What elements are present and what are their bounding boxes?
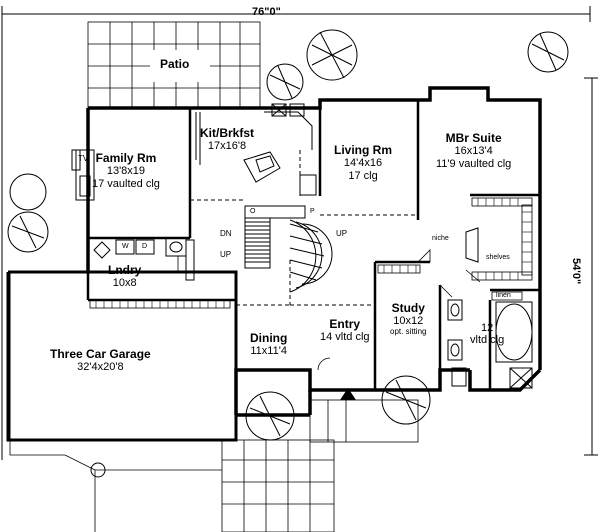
family-room-label: Family Rm 13'8x19 17 vaulted clg (92, 151, 160, 190)
garage-walls (6, 270, 238, 442)
stair-up-left-label: UP (220, 250, 232, 259)
garage-size: 32'4x20'8 (77, 361, 124, 374)
bath-fixtures (447, 227, 533, 389)
door-swings (177, 249, 481, 371)
bath-note: vltd clg (470, 334, 505, 347)
bath-size: 12 (481, 322, 494, 334)
fireplace (71, 149, 95, 201)
living-room-size: 14'4x16 (343, 157, 383, 170)
kitchen-counters (195, 103, 317, 196)
family-room-size: 13'8x19 (106, 165, 146, 178)
tv-label: TV (78, 154, 89, 163)
shelves-label: shelves (486, 254, 510, 261)
kitchen-size: 17x16'8 (207, 140, 247, 153)
kitchen-name: Kit/Brkfst (200, 126, 255, 140)
washer-label: W (122, 243, 129, 250)
linen-label: linen (496, 292, 511, 299)
niche-label: niche (432, 235, 449, 242)
stair-down-label: DN (220, 229, 232, 238)
laundry-label: Lndry 10x8 (108, 263, 142, 290)
dining-size: 11x11'4 (250, 345, 287, 358)
master-suite-label: MBr Suite 16x13'4 11'9 vaulted clg (436, 131, 512, 170)
living-room-label: Living Rm 14'4x16 17 clg (334, 143, 393, 182)
stairs (244, 205, 333, 293)
dining-label: Dining 11x11'4 (250, 331, 288, 358)
study-size: 10x12 (393, 315, 424, 328)
entry-size: 14 vltd clg (320, 331, 370, 344)
dining-name: Dining (250, 331, 288, 345)
entry-name: Entry (329, 317, 361, 331)
kitchen-island (243, 151, 281, 183)
living-room-note: 17 clg (348, 169, 378, 182)
family-room-note: 17 vaulted clg (92, 177, 160, 190)
p-label: P (310, 208, 315, 215)
driveway (9, 400, 222, 532)
patio-label: Patio (160, 57, 190, 71)
closet-hatch (95, 198, 532, 308)
depth-dimension-line (584, 77, 598, 456)
garage-label: Three Car Garage 32'4x20'8 (50, 347, 151, 374)
living-room-name: Living Rm (334, 143, 393, 157)
study-name: Study (391, 301, 425, 315)
width-dimension: 76"0" (252, 6, 281, 18)
kitchen-label: Kit/Brkfst 17x16'8 (200, 126, 255, 153)
dryer-label: D (142, 243, 148, 250)
garage-name: Three Car Garage (50, 347, 151, 361)
study-note: opt. sitting (390, 326, 427, 336)
family-room-name: Family Rm (95, 151, 157, 165)
study-label: Study 10x12 opt. sitting (390, 301, 427, 337)
depth-dimension: 54'0" (570, 258, 582, 285)
master-suite-name: MBr Suite (445, 131, 502, 145)
laundry-name: Lndry (108, 263, 142, 277)
entry-marker (340, 388, 356, 400)
laundry-fixtures (93, 237, 195, 281)
stair-up-right-label: UP (336, 229, 348, 238)
patio-pavers (87, 21, 261, 109)
entry-label: Entry 14 vltd clg (320, 317, 370, 344)
master-suite-size: 16x13'4 (454, 145, 493, 158)
front-walk (221, 399, 419, 532)
bath-label: 12 vltd clg (470, 322, 504, 347)
master-suite-note: 11'9 vaulted clg (436, 157, 512, 170)
width-dimension-line (1, 6, 591, 460)
laundry-size: 10x8 (112, 277, 137, 290)
o-label: O (250, 208, 256, 215)
landscape-trees (7, 29, 569, 478)
